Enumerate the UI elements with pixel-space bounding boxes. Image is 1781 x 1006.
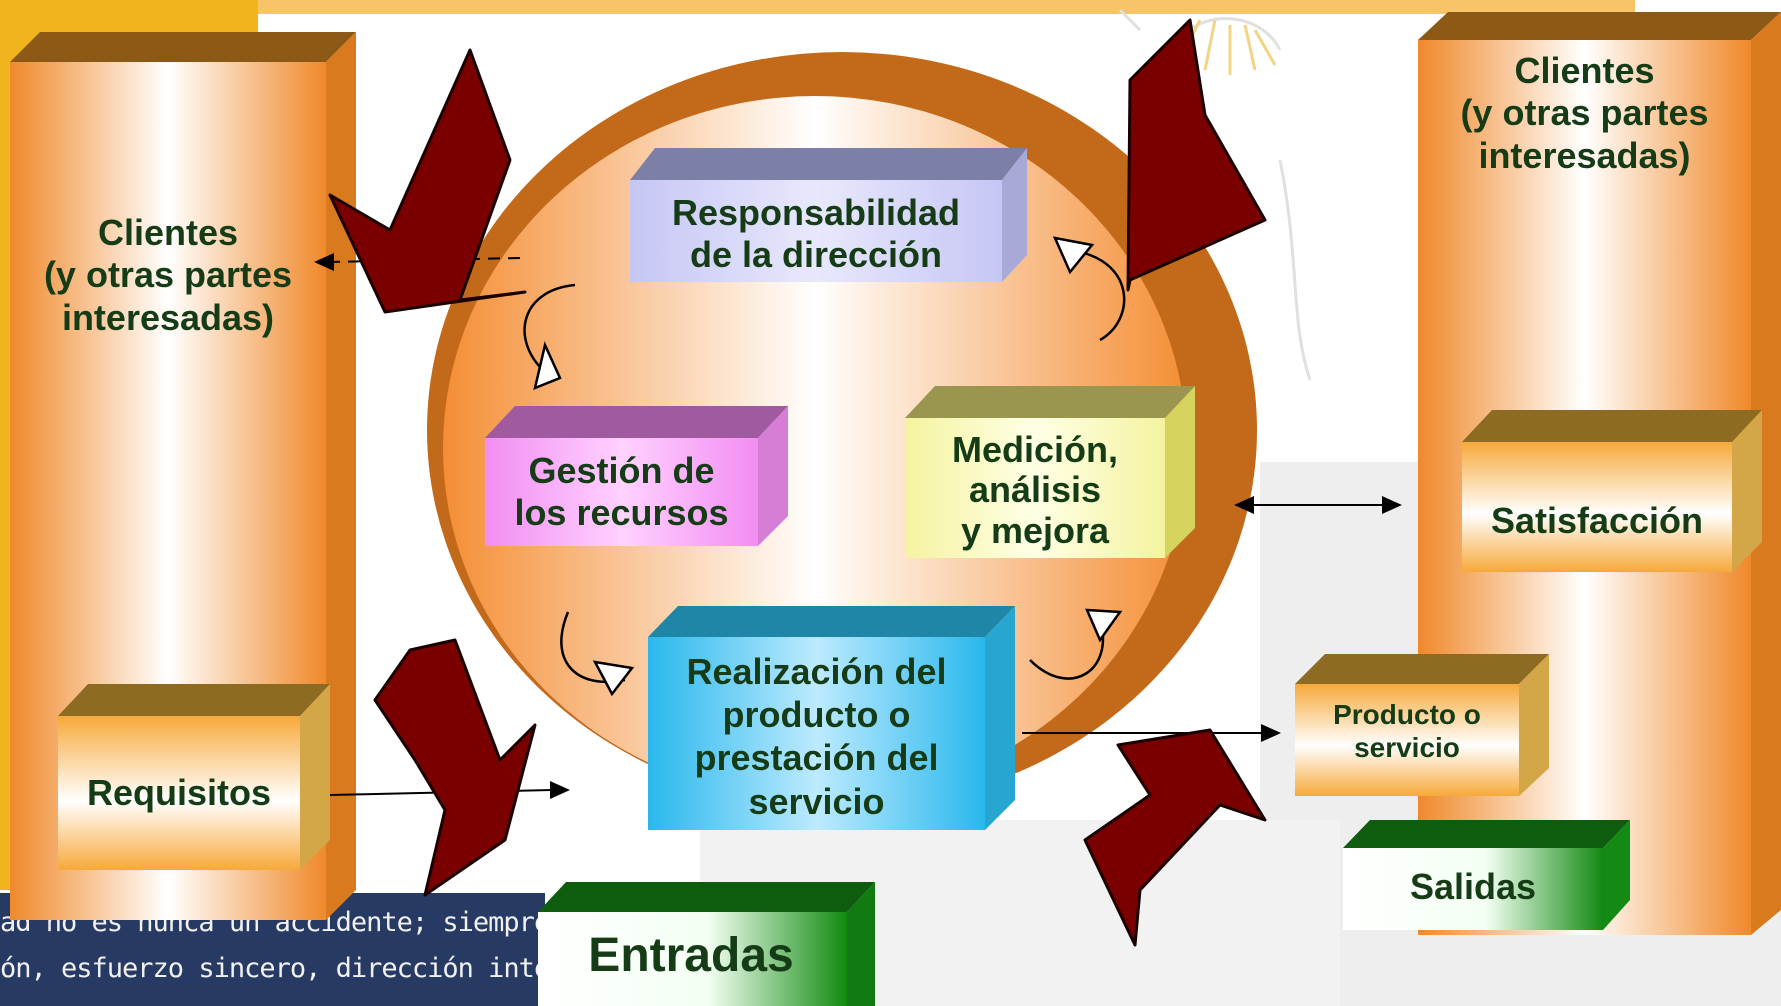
medicion-line-2: análisis [968, 469, 1102, 511]
salidas-label: Salidas [1409, 866, 1537, 907]
realizacion-line-2: producto o [722, 694, 911, 736]
satisfaccion-label: Satisfacción [1490, 500, 1704, 541]
entradas-label: Entradas [588, 929, 794, 982]
right-clients-label: Clientes (y otras partes interesadas) [1418, 50, 1751, 177]
producto-box [1295, 654, 1549, 796]
gestion-line-1: Gestión de [528, 450, 715, 491]
medicion-label: Medición, análisis y mejora [905, 429, 1165, 551]
salidas-box [1343, 820, 1630, 930]
responsabilidad-label: Responsabilidad de la dirección [630, 192, 1002, 277]
medicion-box [905, 386, 1195, 558]
producto-line-1: Producto o [1333, 699, 1481, 730]
left-clients-line-3: interesadas) [61, 296, 275, 338]
gestion-box [485, 406, 788, 546]
medicion-line-1: Medición, [951, 429, 1118, 470]
satisfaccion-box [1462, 410, 1762, 572]
dashed-arrow-left [314, 253, 521, 271]
cycle-arrows [523, 236, 1126, 697]
right-clients-line-1: Clientes [1514, 50, 1655, 91]
arrow-top-left [328, 48, 527, 314]
arrow-top-right [1126, 18, 1267, 292]
left-clients-line-1: Clientes [97, 212, 239, 253]
realizacion-box [648, 606, 1015, 830]
realizacion-label: Realización del producto o prestación de… [648, 650, 985, 823]
left-clients-line-2: (y otras partes [43, 254, 293, 296]
responsabilidad-box [630, 148, 1027, 282]
arrow-bottom-left [373, 638, 537, 897]
entradas-box [538, 882, 875, 1006]
right-clients-line-2: (y otras partes [1460, 92, 1709, 134]
realizacion-line-4: servicio [748, 780, 885, 822]
responsabilidad-line-2: de la dirección [689, 234, 943, 276]
right-clients-line-3: interesadas) [1478, 134, 1691, 176]
satisfaction-arrow [1234, 496, 1402, 514]
quote-line-2: ón, esfuerzo sincero, dirección intelige… [0, 953, 545, 984]
producto-label: Producto o servicio [1295, 698, 1519, 764]
realizacion-line-1: Realización del [686, 651, 947, 692]
arrow-bottom-right [1083, 728, 1267, 947]
dark-red-arrows [328, 18, 1267, 947]
responsabilidad-line-1: Responsabilidad [671, 192, 961, 233]
medicion-line-3: y mejora [960, 509, 1110, 551]
requisitos-label: Requisitos [86, 772, 272, 813]
realizacion-line-3: prestación del [694, 737, 939, 779]
requisitos-box [58, 684, 330, 870]
gestion-line-2: los recursos [514, 492, 729, 534]
gestion-label: Gestión de los recursos [485, 450, 758, 535]
left-clients-label: Clientes (y otras partes interesadas) [10, 212, 326, 339]
producto-line-2: servicio [1354, 732, 1460, 764]
output-arrow [1022, 724, 1281, 742]
yellow-top-banner [205, 0, 1635, 14]
